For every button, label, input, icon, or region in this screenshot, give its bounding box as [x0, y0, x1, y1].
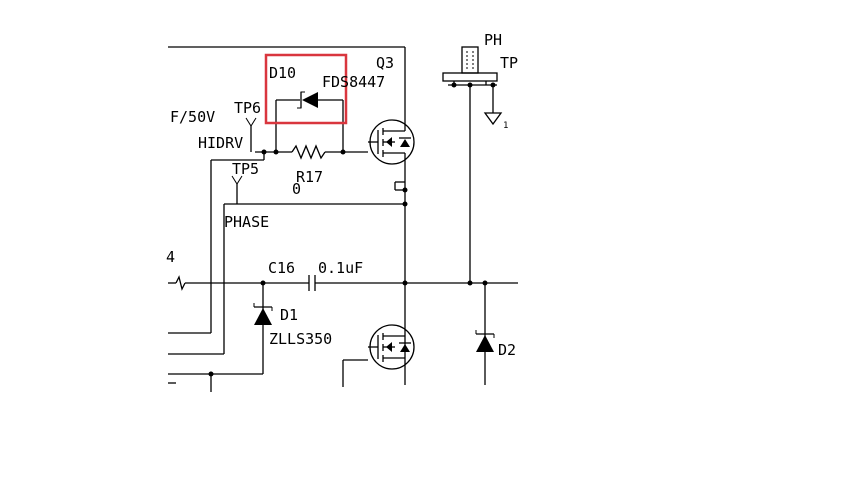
mosfet-lower: [368, 324, 415, 370]
label-phase: PHASE: [224, 213, 269, 231]
label-r17: R17: [296, 168, 323, 186]
ground-symbol: [483, 110, 503, 126]
label-d2: D2: [498, 341, 516, 359]
connector-ph: [442, 46, 498, 86]
label-r17-value: 0: [292, 180, 301, 198]
diode-d10: [297, 91, 318, 109]
label-zlls350: ZLLS350: [269, 330, 332, 348]
junction-dots: [208, 82, 496, 377]
label-tp: TP: [500, 54, 518, 72]
highlight-box: [264, 53, 348, 125]
label-c16: C16: [268, 259, 295, 277]
label-ground: 1: [503, 121, 508, 131]
label-fds8447: FDS8447: [322, 73, 385, 91]
label-c16-value: 0.1uF: [318, 259, 363, 277]
label-ph: PH: [484, 31, 502, 49]
wires: [168, 46, 518, 392]
diode-d1: [253, 303, 273, 325]
mosfet-q3: [368, 118, 415, 170]
label-tp6: TP6: [234, 99, 261, 117]
testpoint-tp5: [231, 175, 243, 204]
label-d1: D1: [280, 306, 298, 324]
label-four: 4: [166, 248, 175, 266]
diode-d2: [475, 330, 495, 352]
label-capacitor-rating: F/50V: [170, 108, 215, 126]
label-d10: D10: [269, 64, 296, 82]
label-q3: Q3: [376, 54, 394, 72]
testpoint-tp6: [245, 117, 257, 152]
labels: D10 FDS8447 Q3 PH TP F/50V TP6 HIDRV TP5…: [166, 31, 518, 359]
label-tp5: TP5: [232, 160, 259, 178]
label-hidrv: HIDRV: [198, 134, 243, 152]
